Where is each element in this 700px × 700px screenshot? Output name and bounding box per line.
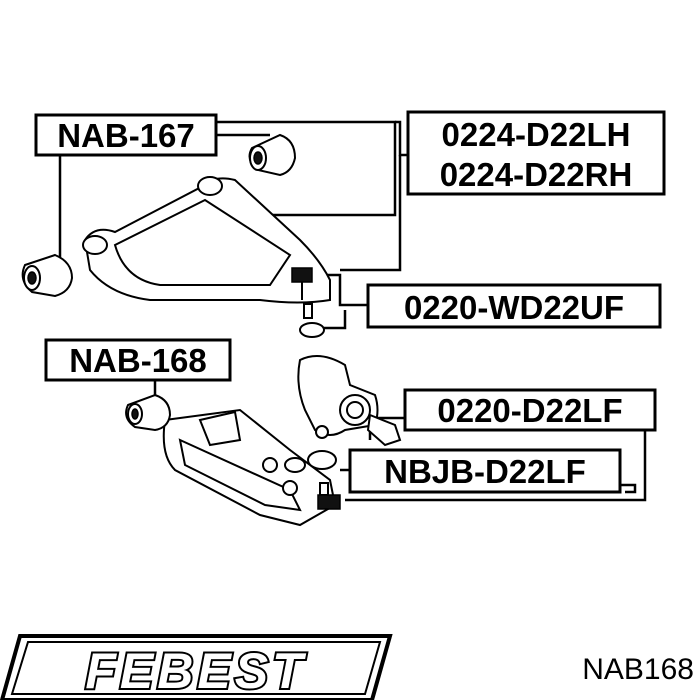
label-nab168: NAB-168 xyxy=(44,338,232,382)
label-nbjb-d22lf-text: NBJB-D22LF xyxy=(384,453,586,490)
upper-bushing-top xyxy=(248,133,297,177)
label-0224-d22lh-text: 0224-D22LH xyxy=(442,116,631,153)
part-code: NAB168 xyxy=(582,653,694,686)
febest-logo: FEBEST xyxy=(0,634,393,700)
label-0224-d22rh-text: 0224-D22RH xyxy=(440,156,633,193)
lower-ball-joint xyxy=(307,450,341,510)
upper-control-arm xyxy=(82,176,331,304)
label-nab167-text: NAB-167 xyxy=(57,117,195,154)
lower-control-arm xyxy=(162,408,337,527)
label-0220-wd22uf-text: 0220-WD22UF xyxy=(404,289,624,326)
label-nab168-text: NAB-168 xyxy=(69,342,207,379)
upper-bushing-left xyxy=(21,253,74,298)
label-0224-d22: 0224-D22LH 0224-D22RH xyxy=(406,110,666,196)
upper-ball-joint xyxy=(291,267,325,338)
label-nbjb-d22lf: NBJB-D22LF xyxy=(348,448,622,494)
lower-bushing xyxy=(125,393,172,432)
steering-knuckle xyxy=(297,355,402,447)
febest-logo-text: FEBEST xyxy=(85,643,307,699)
label-0220-d22lf: 0220-D22LF xyxy=(403,388,657,432)
label-0220-d22lf-text: 0220-D22LF xyxy=(437,392,622,429)
label-0220-wd22uf: 0220-WD22UF xyxy=(366,283,662,329)
label-nab167: NAB-167 xyxy=(34,113,218,157)
